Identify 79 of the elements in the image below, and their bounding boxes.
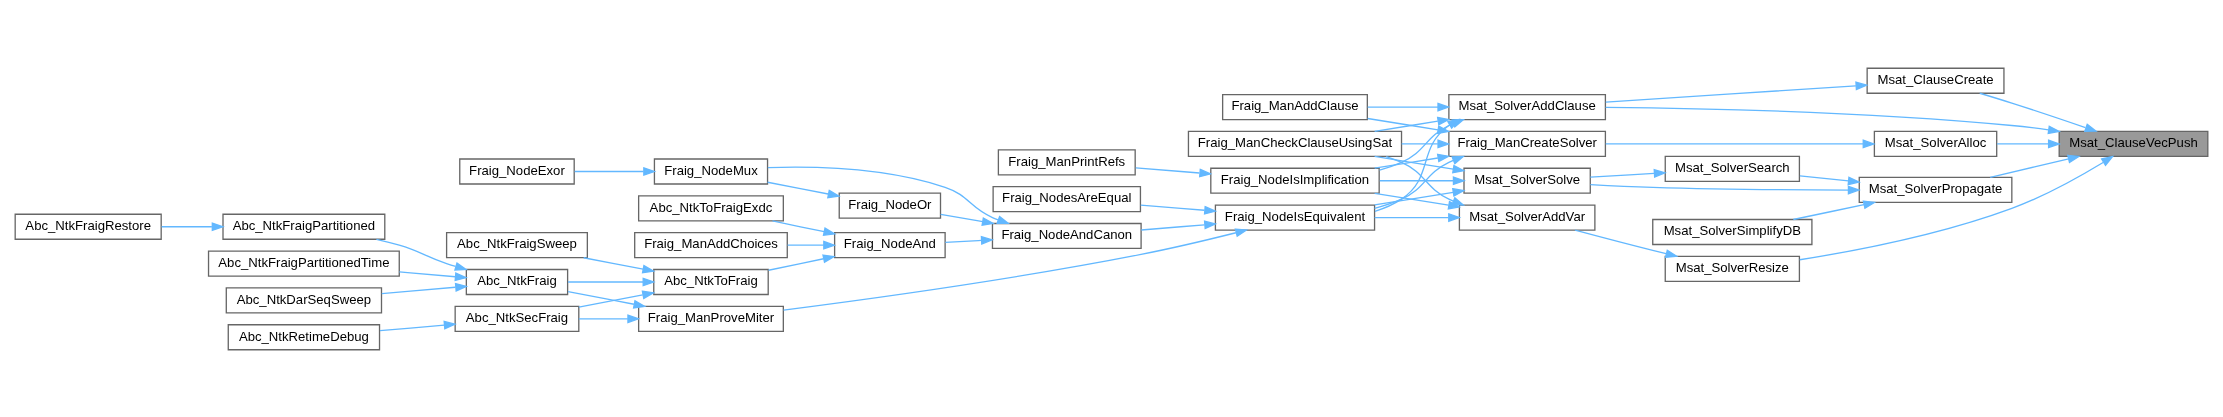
- arrow: [1374, 187, 1466, 206]
- arrow: [375, 238, 468, 271]
- arrow: [1401, 138, 1451, 148]
- node-box: Abc_NtkFraigRestore: [14, 213, 162, 240]
- node-box: Msat_SolverResize: [1664, 255, 1801, 282]
- arrow: [1799, 155, 2115, 260]
- arrow: [379, 320, 457, 331]
- arrow: [1605, 138, 1876, 148]
- arrow: [1374, 118, 1461, 212]
- node-box: Msat_SolverAddVar: [1458, 203, 1596, 231]
- arrow: [1989, 154, 2081, 178]
- arrow: [1135, 166, 1213, 178]
- node-box: Msat_SolverPropagate: [1858, 176, 2013, 203]
- arrow: [767, 253, 836, 271]
- node-box: Fraig_NodeAnd: [833, 231, 946, 258]
- arrow: [1373, 155, 1466, 209]
- node-box: Fraig_ManCreateSolver: [1448, 130, 1607, 157]
- node-box: Msat_SolverAlloc: [1873, 130, 1998, 157]
- arrow: [940, 213, 996, 226]
- arrow: [567, 290, 647, 309]
- arrow: [766, 181, 841, 198]
- node-box: Fraig_ManProveMiter: [638, 305, 784, 332]
- arrow: [1367, 101, 1451, 112]
- arrow: [1979, 92, 2098, 132]
- arrow: [381, 282, 469, 294]
- node-box: Fraig_NodeMux: [653, 157, 769, 185]
- arrow: [1589, 168, 1667, 178]
- node-box: Msat_SolverSimplifyDB: [1652, 218, 1813, 245]
- arrow: [1385, 155, 1466, 206]
- arrow: [1379, 175, 1466, 185]
- node-box: Abc_NtkToFraig: [653, 268, 769, 295]
- arrow: [1140, 203, 1218, 215]
- node-box: Msat_SolverSolve: [1463, 167, 1591, 194]
- node-box: Fraig_NodeIsEquivalent: [1214, 203, 1376, 231]
- arrow: [1605, 106, 2062, 134]
- node-box: Fraig_ManAddChoices: [634, 231, 788, 258]
- node-box: Fraig_NodeOr: [838, 192, 942, 219]
- arrow: [1996, 138, 2062, 148]
- arrow: [1140, 219, 1218, 231]
- node-box: Abc_NtkToFraigExdc: [638, 194, 784, 221]
- node-box: Fraig_NodeIsImplification: [1210, 167, 1380, 194]
- node-box: Msat_SolverSearch: [1664, 155, 1801, 182]
- node-box: Abc_NtkFraigPartitioned: [222, 213, 386, 240]
- node-box: Abc_NtkRetimeDebug: [227, 323, 381, 350]
- node-box: Msat_SolverAddClause: [1448, 93, 1607, 120]
- arrow: [1374, 212, 1462, 222]
- arrow: [771, 219, 837, 236]
- arrow: [582, 256, 656, 274]
- arrow: [574, 166, 657, 176]
- node-box: Abc_NtkFraig: [465, 268, 569, 295]
- node-box: Fraig_NodeExor: [459, 157, 575, 185]
- arrow: [578, 313, 641, 323]
- arrow: [1589, 183, 1861, 195]
- node-box: Abc_NtkDarSeqSweep: [225, 286, 383, 314]
- arrow: [398, 270, 468, 281]
- arrow: [1374, 192, 1462, 210]
- node-box: Fraig_NodesAreEqual: [992, 185, 1142, 212]
- arrow: [567, 276, 656, 287]
- arrow: [1574, 229, 1679, 258]
- arrow: [767, 166, 1011, 224]
- arrow: [782, 227, 1249, 311]
- node-box: Fraig_NodeAndCanon: [991, 222, 1142, 249]
- node-box: Fraig_ManPrintRefs: [997, 148, 1136, 175]
- arrow: [1374, 155, 1466, 174]
- arrow: [1792, 199, 1877, 220]
- node-box: Abc_NtkFraigSweep: [445, 231, 588, 258]
- arrow: [1799, 174, 1862, 185]
- node-box: Msat_ClauseCreate: [1866, 67, 2005, 94]
- node-box: Abc_NtkSecFraig: [454, 305, 580, 332]
- arrow: [1605, 80, 1869, 103]
- node-box: Fraig_ManCheckClauseUsingSat: [1187, 130, 1403, 157]
- arrow: [161, 221, 225, 231]
- node-box: Abc_NtkFraigPartitionedTime: [207, 249, 400, 277]
- arrow: [786, 240, 837, 250]
- arrow: [578, 289, 656, 308]
- node-box: Fraig_ManAddClause: [1222, 93, 1368, 120]
- node-box: Msat_ClauseVecPush: [2058, 130, 2209, 157]
- arrow: [944, 235, 995, 245]
- arrow: [1374, 153, 1451, 169]
